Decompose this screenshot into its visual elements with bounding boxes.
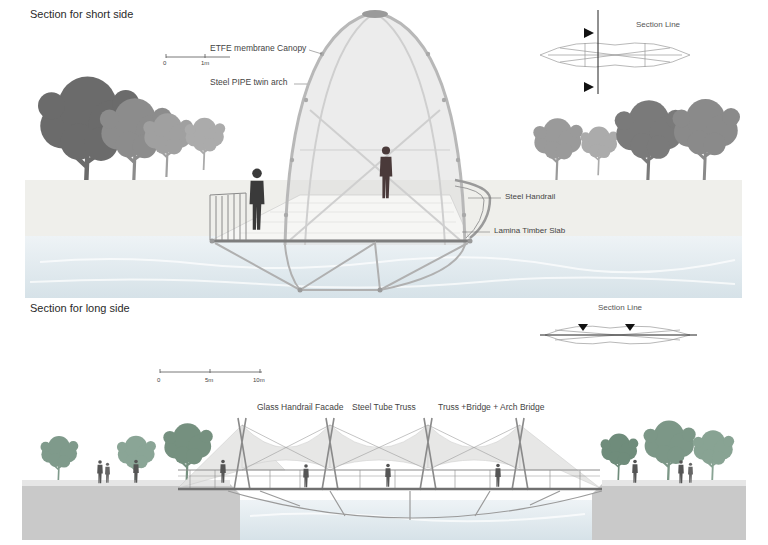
- scale-number: 0: [163, 60, 166, 67]
- scale-number: 0: [157, 377, 160, 384]
- section-title: Section for short side: [30, 8, 133, 21]
- part-name: Steel Handrail: [505, 192, 555, 201]
- scale-number: 10m: [253, 377, 265, 384]
- part-name: Glass Handrail Facade: [257, 403, 343, 413]
- key-caption: Section Line: [598, 303, 642, 312]
- part-name: Steel PIPE twin arch: [210, 78, 287, 88]
- scale-number: 1m: [201, 60, 209, 67]
- key-caption: Section Line: [636, 20, 680, 29]
- part-name: Truss +Bridge + Arch Bridge: [438, 403, 544, 413]
- part-name: ETFE membrane Canopy: [210, 44, 306, 54]
- part-name: Lamina Timber Slab: [494, 226, 565, 235]
- scale-number: 5m: [205, 377, 213, 384]
- part-name: Steel Tube Truss: [352, 403, 416, 413]
- section-title: Section for long side: [30, 302, 130, 315]
